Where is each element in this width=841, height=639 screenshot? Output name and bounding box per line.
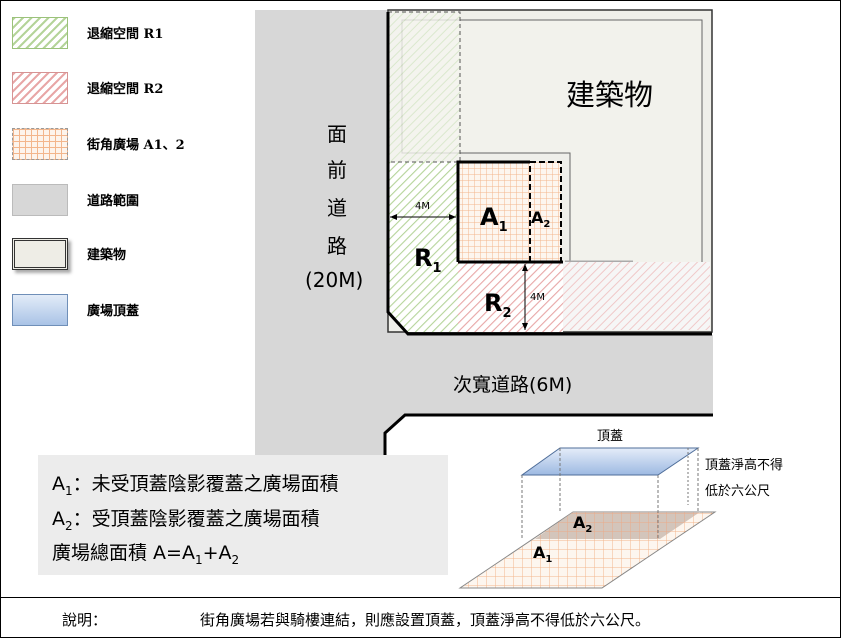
canopy-3d-top-label: 頂蓋 [597,429,624,444]
canopy-3d-roof [520,447,700,476]
arrowhead-right [449,214,456,220]
plaza-outline [456,160,530,262]
front-road-char-2: 前 [327,158,347,182]
canopy-3d-shadow [535,512,700,539]
legend-item-building: 建築物 [12,238,302,274]
formula-a2-symbol: A [52,508,65,530]
canopy-3d-a1-sub: 1 [545,554,553,566]
setback-4m-label-a: 4M [415,201,430,212]
front-road-char-4: 路 [327,234,347,258]
footer-label: 說明： [62,611,108,629]
formula-a2-sub: 2 [65,518,73,533]
canopy-dashed-outline [529,161,562,263]
plaza-a2 [528,162,561,262]
legend-swatch-r1 [12,17,68,49]
a2-label-letter: A [531,208,544,227]
canopy-3d-note-line2: 低於六公尺 [705,484,771,499]
road-area [255,10,713,455]
formula-total-prefix: 廣場總面積 A=A [52,542,195,564]
formula-box: A1：未受頂蓋陰影覆蓋之廣場面積 A2：受頂蓋陰影覆蓋之廣場面積 廣場總面積 A… [38,455,448,575]
setback-r2-faint [563,262,710,330]
canopy-3d-posts [521,448,699,539]
formula-a2: A2：受頂蓋陰影覆蓋之廣場面積 [52,504,320,533]
r1-label-letter: R [414,244,433,272]
canopy-3d-a2-label: A2 [573,513,592,535]
site-plan [255,9,717,589]
site-boundary-lower [383,413,713,455]
a2-label-sub: 2 [543,219,551,231]
footer: 說明： 街角廣場若與騎樓連結，則應設置頂蓋，頂蓋淨高不得低於六公尺。 [0,597,841,639]
building-label: 建築物 [566,78,654,112]
legend-label-r2: 退縮空間 R2 [87,82,164,97]
a2-label: A2 [531,208,550,230]
r1-label: R1 [414,244,442,276]
site-boundary [386,12,712,336]
canopy-3d-a1-letter: A [533,543,546,562]
setback-r1-faint [388,12,460,162]
arrowhead-left [390,214,397,220]
setback-4m-label-b: 4M [530,292,545,303]
arrowhead-up [522,264,528,271]
legend-label-canopy: 廣場頂蓋 [87,304,140,319]
legend-item-canopy: 廣場頂蓋 [12,294,302,330]
front-road-char-3: 道 [327,196,347,220]
a1-label-sub: 1 [498,219,508,235]
formula-total-sub1: 1 [194,552,203,567]
legend-swatch-canopy [12,294,68,326]
legend-label-road: 道路範圍 [87,194,140,209]
canopy-3d-a1-label: A1 [533,543,552,565]
legend-label-building: 建築物 [87,248,127,263]
setback-r1 [388,162,458,332]
legend-label-plaza: 街角廣場 A1、2 [87,138,185,153]
legend-swatch-plaza [12,128,68,160]
formula-a1: A1：未受頂蓋陰影覆蓋之廣場面積 [52,469,339,498]
plaza-a1 [458,162,528,262]
a1-label-letter: A [480,203,499,231]
legend-swatch-r2 [12,72,68,104]
legend-item-r1: 退縮空間 R1 [12,17,302,53]
legend-item-road: 道路範圍 [12,184,302,220]
formula-a1-symbol: A [52,473,65,495]
r2-label-letter: R [484,289,503,317]
r1-label-sub: 1 [432,260,442,276]
setback-r2 [458,262,563,332]
side-road-label: 次寬道路(6M) [453,374,573,396]
legend-swatch-road [12,184,68,216]
legend-swatch-building [12,238,68,270]
r2-label: R2 [484,289,512,321]
front-road-width: (20M) [305,268,364,292]
legend-item-r2: 退縮空間 R2 [12,72,302,108]
footer-text: 街角廣場若與騎樓連結，則應設置頂蓋，頂蓋淨高不得低於六公尺。 [200,611,651,629]
formula-total: 廣場總面積 A=A1+A2 [52,538,239,567]
legend-item-plaza: 街角廣場 A1、2 [12,128,302,164]
formula-total-sub2: 2 [231,552,240,567]
formula-a2-text: ：受頂蓋陰影覆蓋之廣場面積 [72,508,320,530]
formula-a1-sub: 1 [65,483,73,498]
legend-label-r1: 退縮空間 R1 [87,27,164,42]
formula-total-mid: +A [202,542,232,564]
canopy-3d-a2-sub: 2 [585,524,593,536]
formula-a1-text: ：未受頂蓋陰影覆蓋之廣場面積 [72,473,339,495]
canopy-3d-note-line1: 頂蓋淨高不得 [705,458,784,473]
a1-label: A1 [480,203,508,235]
r2-label-sub: 2 [502,305,512,321]
front-road-char-1: 面 [327,122,347,146]
canopy-3d-a2-letter: A [573,513,586,532]
arrowhead-down [522,323,528,330]
setback-r1-dashed-outline [387,11,461,163]
